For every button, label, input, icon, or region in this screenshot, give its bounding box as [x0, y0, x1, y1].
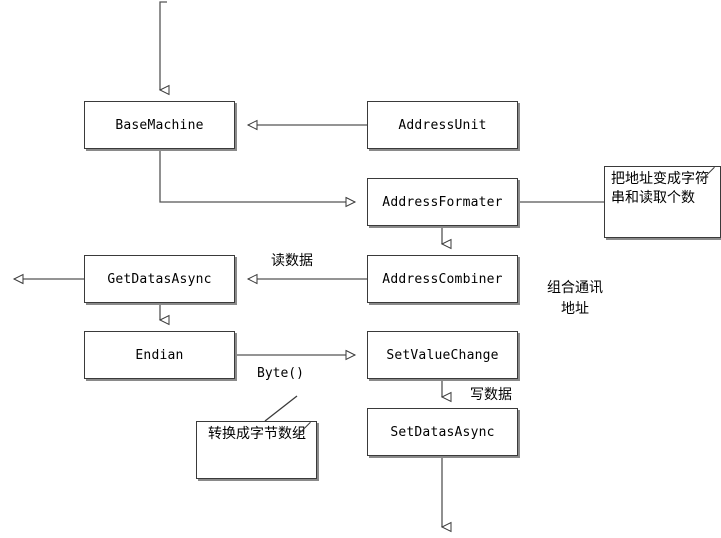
node-label: SetDatasAsync [390, 424, 495, 440]
node-address-formater[interactable]: AddressFormater [367, 178, 518, 226]
edge-label-write-data: 写数据 [470, 384, 512, 404]
note-address-string[interactable]: 把地址变成字符串和读取个数 [604, 166, 721, 238]
node-label: AddressCombiner [382, 271, 503, 287]
node-base-machine[interactable]: BaseMachine [84, 101, 235, 149]
edge-label-text: 读数据 [271, 253, 313, 269]
edge-basemachine-to-addressformater [159, 149, 357, 208]
edge-label-read-data: 读数据 [271, 250, 313, 270]
edge-label-text: Byte() [257, 366, 304, 381]
note-byte-array[interactable]: 转换成字节数组 [196, 421, 317, 479]
node-label: AddressFormater [382, 194, 503, 210]
node-label: SetValueChange [386, 347, 499, 363]
edge-note-byte-connector [264, 395, 298, 422]
node-label: GetDatasAsync [107, 271, 212, 287]
note-text: 把地址变成字符串和读取个数 [611, 171, 709, 206]
node-set-value-change[interactable]: SetValueChange [367, 331, 518, 379]
note-text: 转换成字节数组 [208, 426, 306, 442]
label-combine-comm-address: 组合通讯 地址 [532, 258, 618, 319]
edge-entry-to-basemachine [158, 1, 170, 96]
node-get-datas-async[interactable]: GetDatasAsync [84, 255, 235, 303]
node-endian[interactable]: Endian [84, 331, 235, 379]
free-label-text: 组合通讯 地址 [547, 280, 603, 317]
node-label: AddressUnit [398, 117, 487, 133]
edge-label-byte-call: Byte() [257, 366, 304, 381]
node-address-unit[interactable]: AddressUnit [367, 101, 518, 149]
node-set-datas-async[interactable]: SetDatasAsync [367, 408, 518, 456]
node-label: BaseMachine [115, 117, 204, 133]
edge-label-text: 写数据 [470, 387, 512, 403]
node-label: Endian [135, 347, 184, 363]
node-address-combiner[interactable]: AddressCombiner [367, 255, 518, 303]
